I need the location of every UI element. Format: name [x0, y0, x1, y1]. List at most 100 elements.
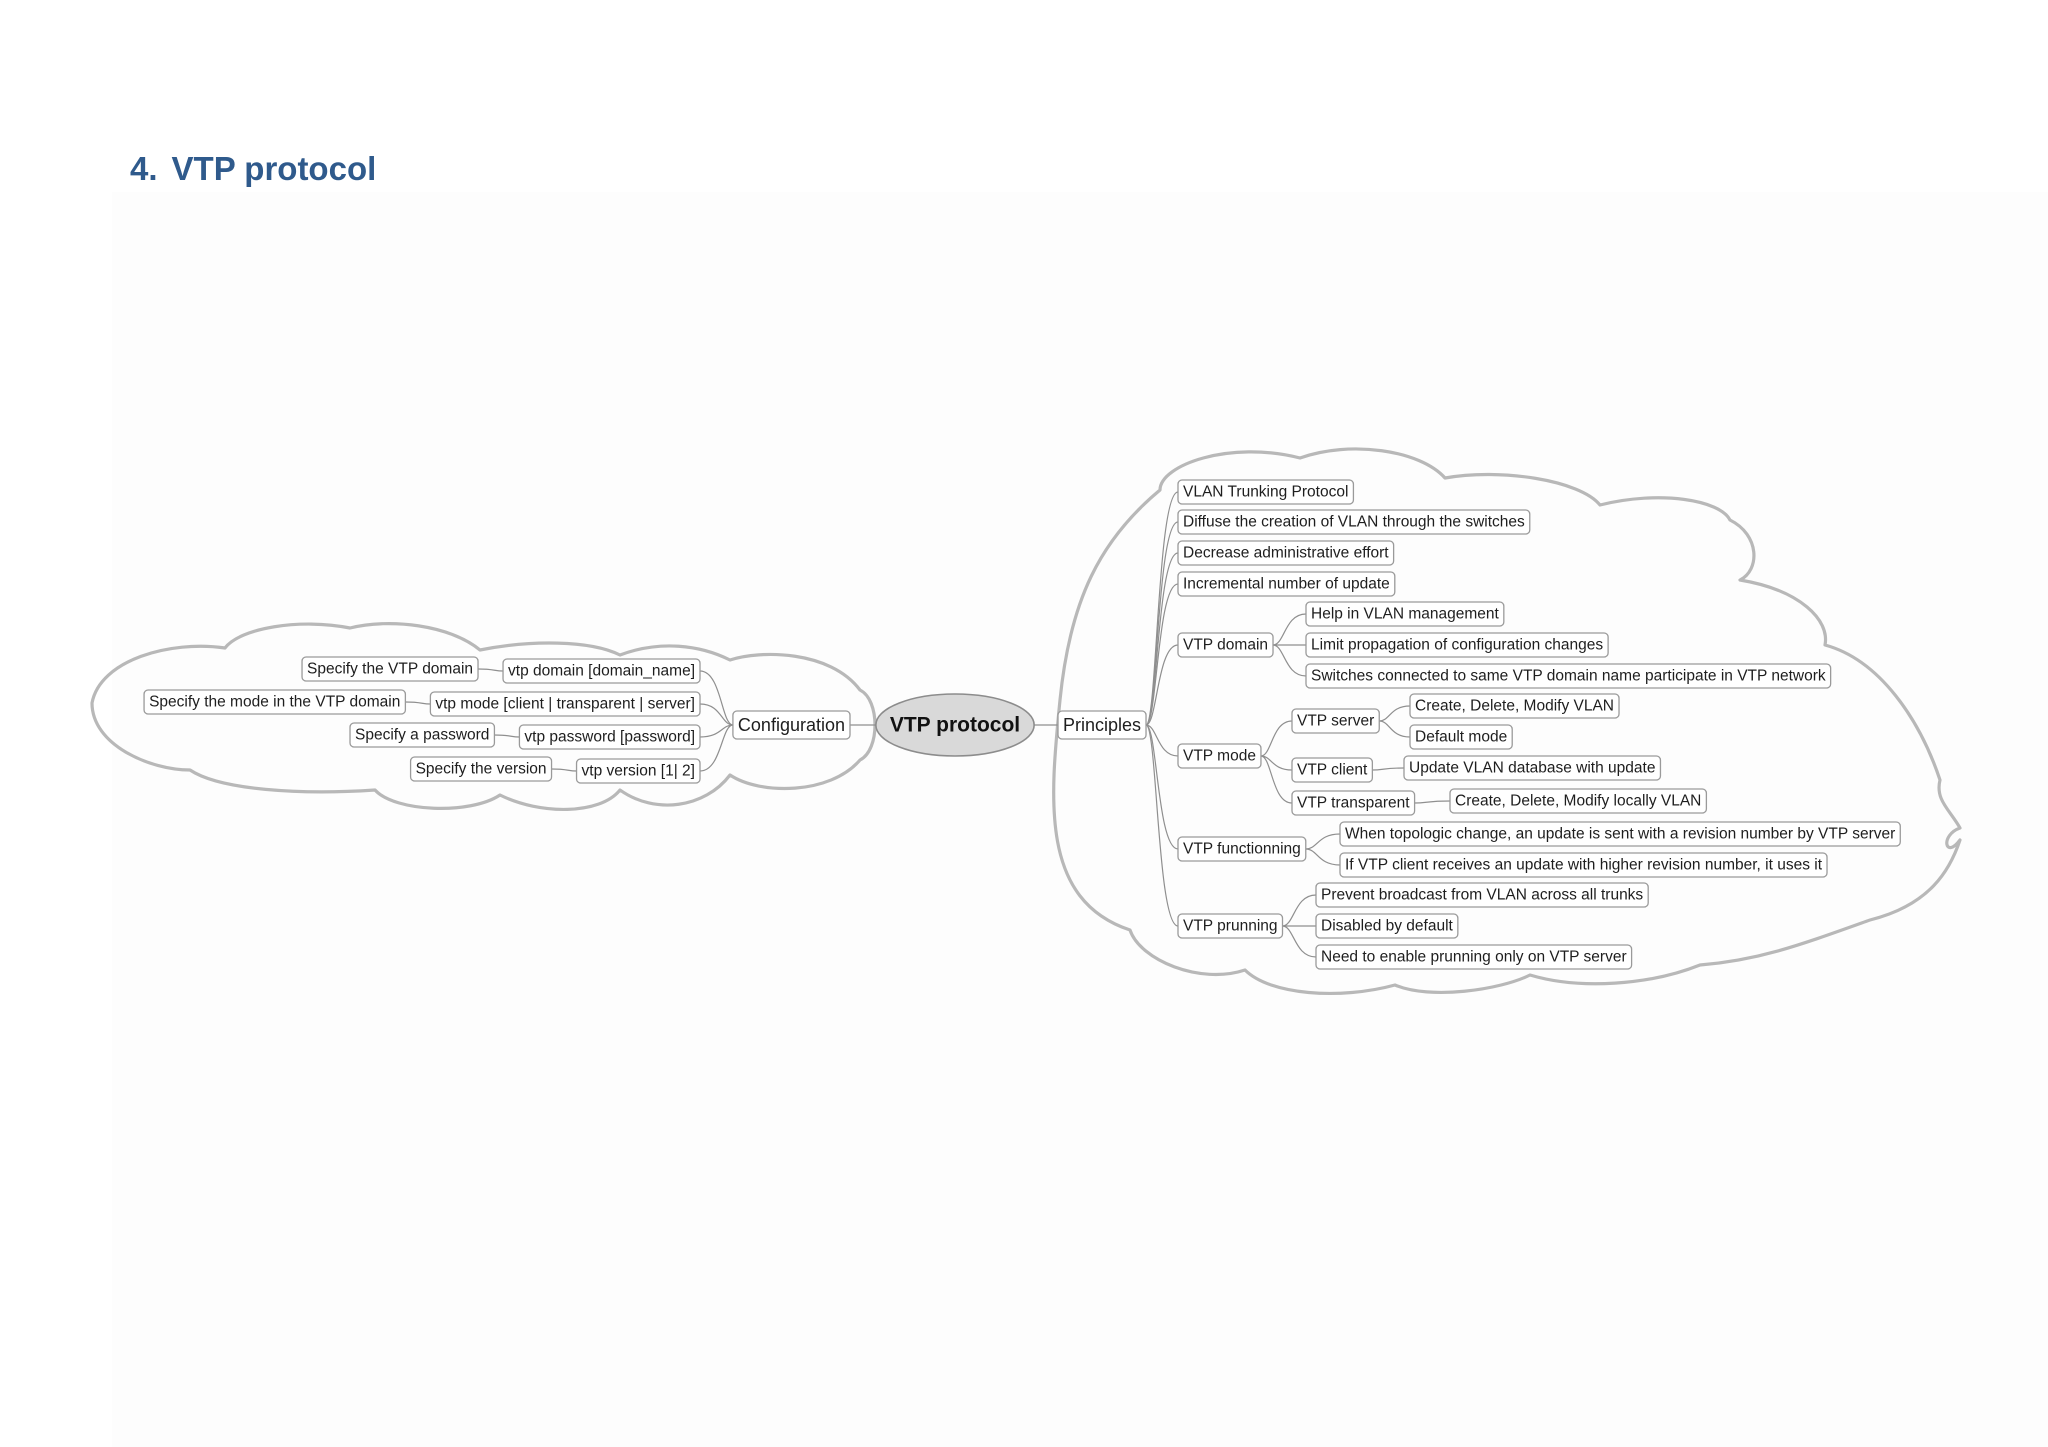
config-command-3-box [575, 758, 701, 784]
branch-configuration-label: Configuration [738, 715, 845, 735]
connector-vtp-domain-item [1272, 613, 1307, 646]
config-description-0-label: Specify the VTP domain [307, 661, 473, 678]
vtp-functionning-item-0-box [1339, 821, 1901, 847]
node-vtp-server-box [1291, 708, 1380, 734]
vtp-client-item-0-label: Update VLAN database with update [1409, 760, 1655, 777]
principle-fact-1: Diffuse the creation of VLAN through the… [1177, 509, 1531, 535]
principle-fact-2-box [1177, 540, 1395, 566]
vtp-prunning-item-0: Prevent broadcast from VLAN across all t… [1315, 882, 1649, 908]
vtp-domain-item-2-label: Switches connected to same VTP domain na… [1311, 668, 1826, 685]
config-command-3: vtp version [1| 2] [575, 758, 701, 784]
connector-principles-vtp-domain [1145, 644, 1179, 726]
node-vtp-prunning-label: VTP prunning [1183, 918, 1278, 935]
principle-fact-3-box [1177, 571, 1396, 597]
branch-principles-box [1057, 710, 1147, 740]
vtp-prunning-item-1: Disabled by default [1315, 913, 1459, 939]
config-description-1: Specify the mode in the VTP domain [143, 689, 407, 715]
vtp-client-item-0-box [1403, 755, 1662, 781]
principle-fact-2: Decrease administrative effort [1177, 540, 1395, 566]
root-node: VTP protocol [875, 693, 1035, 757]
principle-fact-3-label: Incremental number of update [1183, 576, 1390, 593]
connector-vtp-mode-client [1260, 755, 1293, 771]
section-heading: 4. VTP protocol [130, 146, 376, 192]
connector-configuration-command [699, 724, 734, 772]
config-command-0: vtp domain [domain_name] [502, 658, 701, 684]
vtp-transparent-item-0: Create, Delete, Modify locally VLAN [1449, 788, 1708, 814]
config-description-3: Specify the version [409, 756, 553, 782]
config-description-3-box [409, 756, 553, 782]
node-vtp-domain-box [1177, 632, 1274, 658]
principle-fact-1-label: Diffuse the creation of VLAN through the… [1183, 514, 1525, 531]
config-description-1-box [143, 689, 407, 715]
vtp-domain-item-0: Help in VLAN management [1305, 601, 1505, 627]
vtp-transparent-item-0-label: Create, Delete, Modify locally VLAN [1455, 793, 1701, 810]
config-command-2-box [518, 724, 701, 750]
config-command-2: vtp password [password] [518, 724, 701, 750]
config-command-1-box [429, 691, 701, 717]
vtp-server-item-1-box [1409, 724, 1513, 750]
connector-command-description [405, 701, 431, 705]
config-description-2-label: Specify a password [355, 727, 489, 744]
mind-map-nodes: VTP protocol Configuration Principles vtp d… [143, 479, 1901, 970]
node-vtp-transparent-box [1291, 790, 1416, 816]
connector-principles-vtp-prunning [1145, 724, 1179, 927]
connector-configuration-command [699, 724, 733, 738]
branch-configuration: Configuration [732, 710, 851, 740]
node-vtp-transparent-label: VTP transparent [1297, 795, 1410, 812]
connector-vtp-functionning-item [1305, 848, 1341, 866]
config-command-1-label: vtp mode [client | transparent | server] [435, 696, 695, 713]
node-vtp-functionning: VTP functionning [1177, 836, 1307, 862]
config-description-0-box [301, 656, 479, 682]
connector-vtp-transparent-item [1414, 800, 1451, 804]
node-vtp-mode-label: VTP mode [1183, 748, 1256, 765]
connector-lines [405, 491, 1451, 958]
config-description-1-label: Specify the mode in the VTP domain [149, 694, 400, 711]
node-vtp-mode: VTP mode [1177, 743, 1262, 769]
node-vtp-client-box [1291, 757, 1374, 783]
connector-vtp-domain-item [1272, 644, 1307, 677]
connector-command-description [494, 734, 520, 738]
vtp-domain-item-2: Switches connected to same VTP domain na… [1305, 663, 1832, 689]
connector-vtp-prunning-item [1282, 894, 1317, 927]
vtp-domain-item-1-box [1305, 632, 1609, 658]
section-title: VTP protocol [171, 150, 377, 187]
principle-fact-0: VLAN Trunking Protocol [1177, 479, 1355, 505]
node-vtp-client-label: VTP client [1297, 762, 1368, 779]
config-description-3-label: Specify the version [416, 761, 547, 778]
connector-command-description [551, 768, 577, 772]
connector-command-description [478, 668, 504, 672]
node-vtp-functionning-box [1177, 836, 1307, 862]
vtp-functionning-item-0: When topologic change, an update is sent… [1339, 821, 1901, 847]
node-vtp-client: VTP client [1291, 757, 1374, 783]
vtp-server-item-1: Default mode [1409, 724, 1513, 750]
root-node-label: VTP protocol [890, 714, 1020, 737]
branch-principles: Principles [1057, 710, 1147, 740]
config-description-0: Specify the VTP domain [301, 656, 479, 682]
connector-vtp-server-item [1379, 720, 1411, 738]
connector-principles-fact [1145, 583, 1179, 726]
vtp-prunning-item-2: Need to enable prunning only on VTP serv… [1315, 944, 1633, 970]
vtp-server-item-0-label: Create, Delete, Modify VLAN [1415, 698, 1614, 715]
vtp-server-item-1-label: Default mode [1415, 729, 1507, 746]
node-vtp-domain-label: VTP domain [1183, 637, 1268, 654]
connector-vtp-server-item [1379, 705, 1411, 722]
connector-configuration-command [699, 703, 734, 726]
node-vtp-server: VTP server [1291, 708, 1380, 734]
vtp-functionning-item-1: If VTP client receives an update with hi… [1339, 852, 1828, 878]
config-command-0-box [502, 658, 701, 684]
connector-principles-vtp-functionning [1145, 724, 1179, 850]
vtp-domain-item-2-box [1305, 663, 1832, 689]
vtp-prunning-item-0-box [1315, 882, 1649, 908]
vtp-prunning-item-2-box [1315, 944, 1633, 970]
connector-vtp-prunning-item [1282, 925, 1317, 958]
vtp-prunning-item-1-label: Disabled by default [1321, 918, 1454, 935]
node-vtp-server-label: VTP server [1297, 713, 1374, 730]
connector-vtp-mode-transparent [1260, 755, 1293, 804]
connector-vtp-client-item [1372, 767, 1405, 771]
config-description-2: Specify a password [349, 722, 496, 748]
config-command-2-label: vtp password [password] [524, 729, 695, 746]
section-number: 4. [130, 150, 158, 187]
connector-vtp-functionning-item [1305, 833, 1341, 850]
branch-principles-label: Principles [1063, 715, 1141, 735]
